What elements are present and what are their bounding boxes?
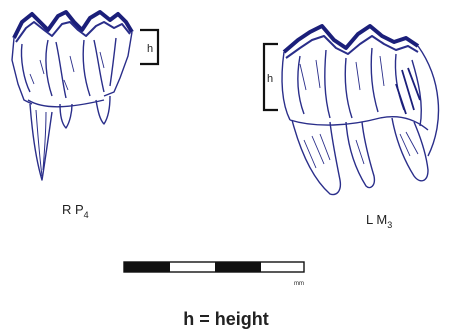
tooth-label-right: L M3 [366, 212, 392, 230]
tooth-label-right-main: L M [366, 212, 387, 227]
scale-bar [124, 262, 304, 272]
scale-segment-1 [124, 262, 170, 272]
molar-crest [284, 26, 418, 52]
scale-unit: mm [294, 281, 304, 287]
tooth-label-left-main: R P [62, 202, 84, 217]
height-marker-left: h [147, 43, 153, 55]
premolar-drawing [12, 12, 132, 180]
molar-drawing [282, 26, 439, 194]
height-marker-right: h [267, 73, 273, 85]
scale-segment-2 [215, 262, 261, 272]
tooth-label-left: R P4 [62, 202, 89, 220]
tooth-label-right-sub: 3 [387, 220, 392, 230]
tooth-label-left-sub: 4 [84, 210, 89, 220]
caption: h = height [183, 309, 269, 329]
